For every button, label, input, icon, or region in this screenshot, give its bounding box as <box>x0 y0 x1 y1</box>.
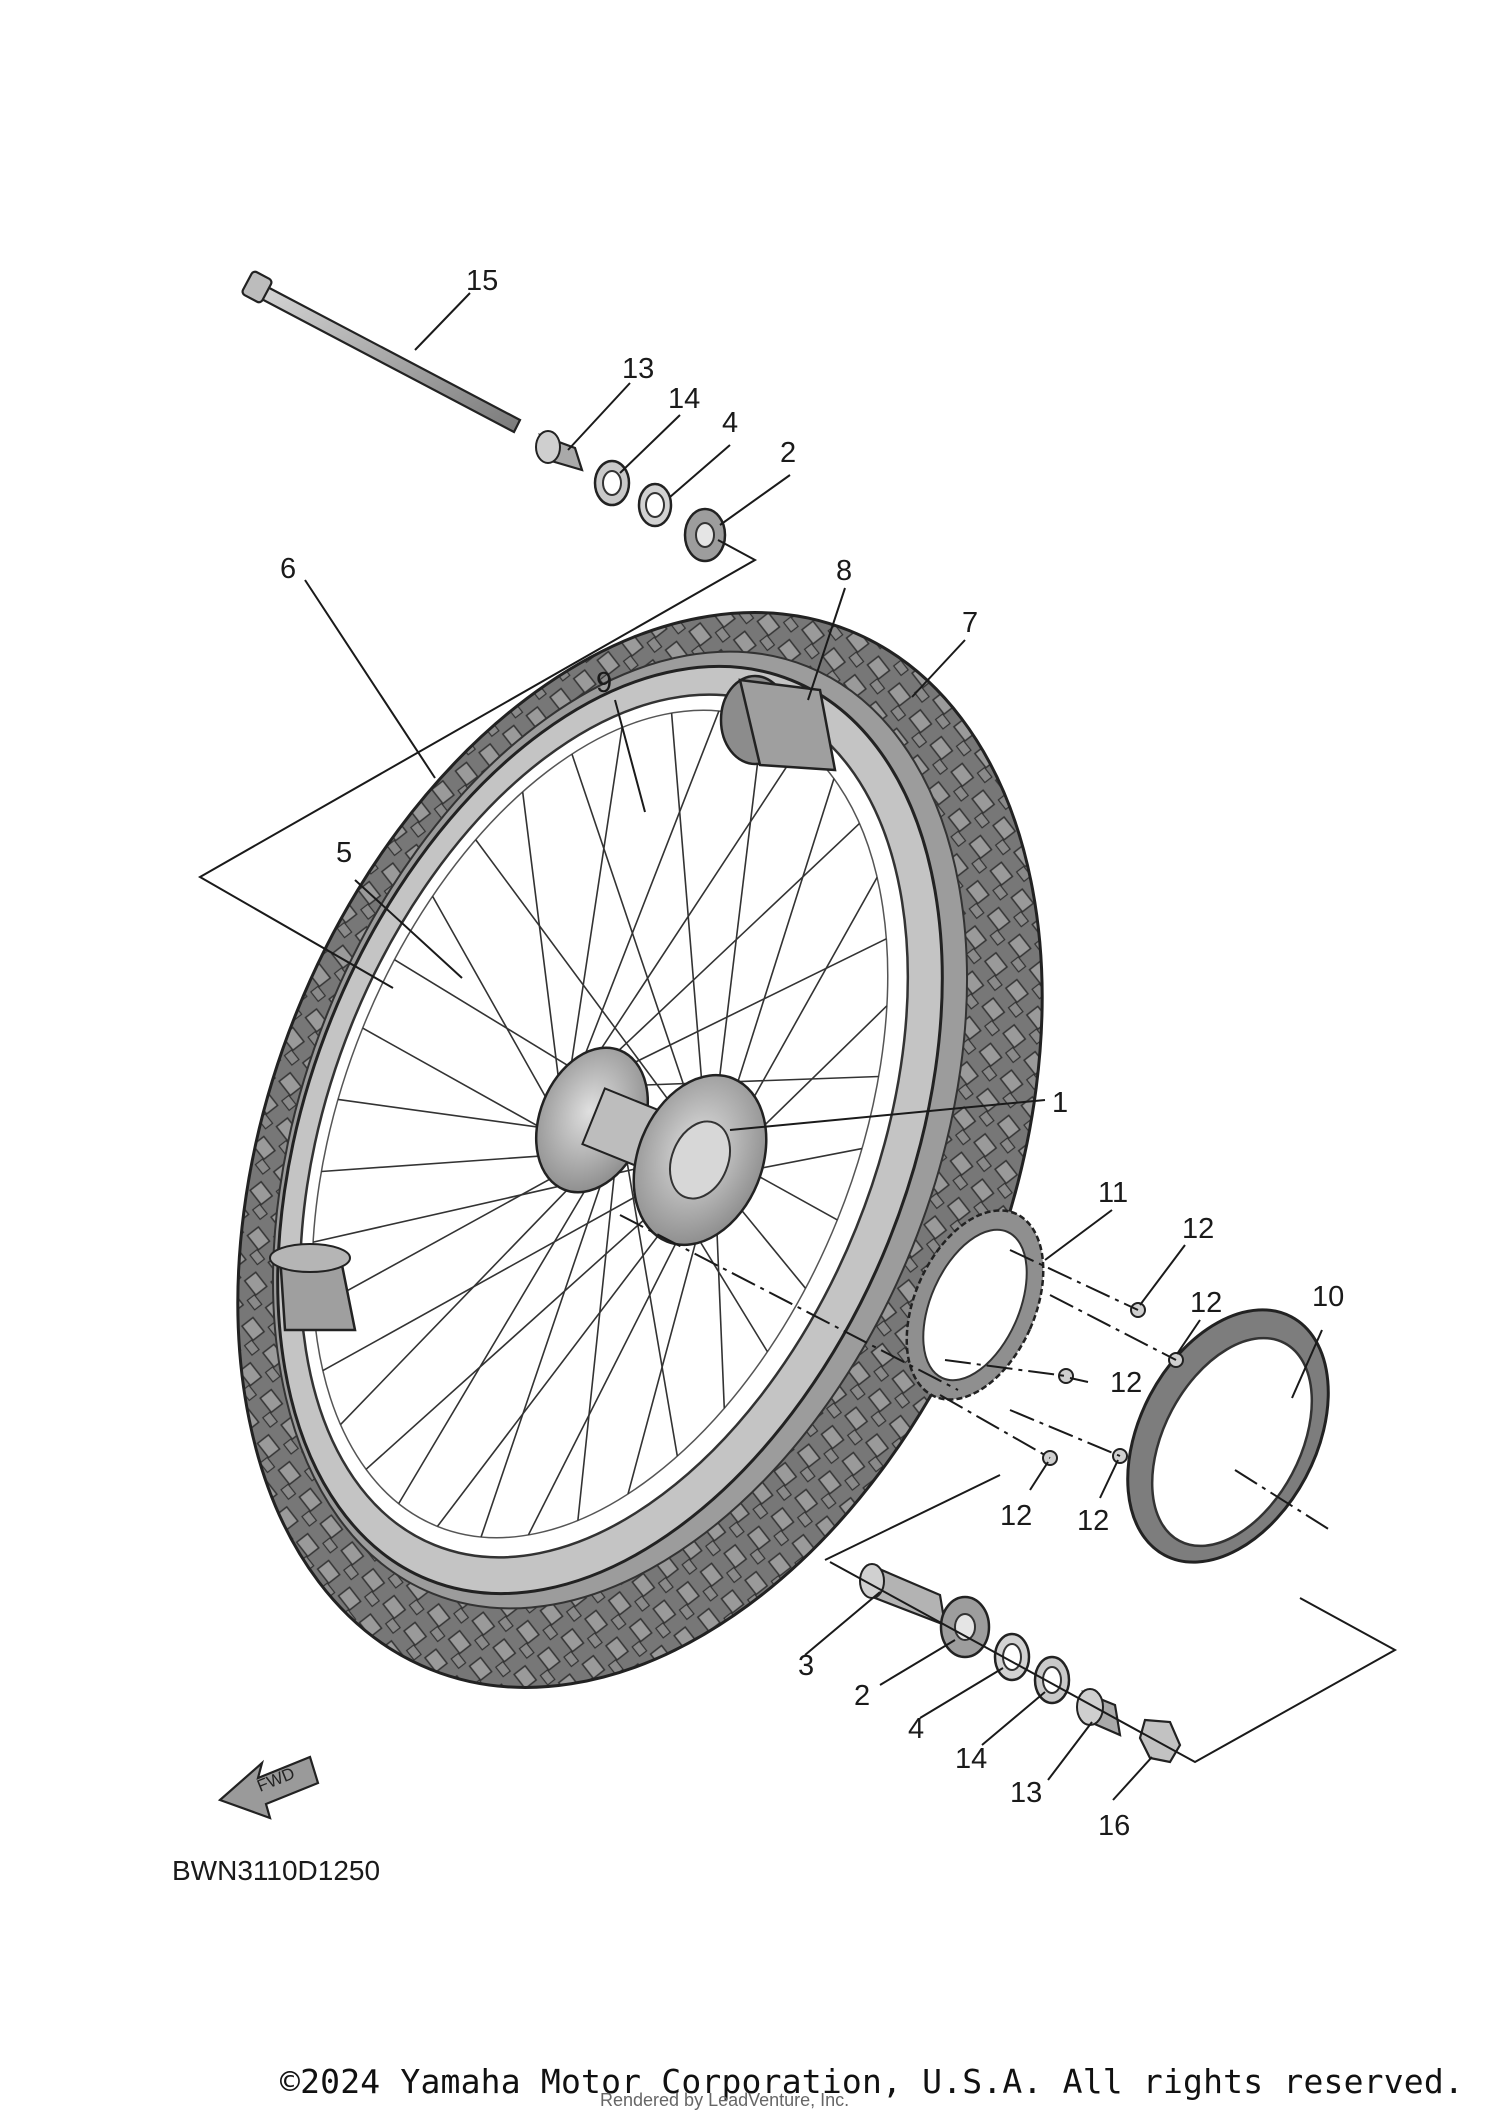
nut-part-16 <box>1138 1718 1182 1764</box>
diagram-code: BWN3110D1250 <box>172 1855 380 1886</box>
spoke <box>602 938 887 1079</box>
bearing-part-2-top <box>683 507 727 563</box>
spoke <box>611 1075 879 1088</box>
spoke <box>572 710 720 1086</box>
rim-band-part-8 <box>269 674 837 1332</box>
spoke <box>475 839 686 1123</box>
spoke <box>577 1143 619 1521</box>
callout-13-top: 13 <box>622 353 654 385</box>
leader-lines <box>304 292 1323 1801</box>
spoke <box>431 895 564 1128</box>
spoke <box>365 1189 679 1470</box>
seal-part-14-top <box>593 459 631 507</box>
collar-part-13-top <box>535 430 584 472</box>
callout-12-e: 12 <box>1077 1505 1109 1537</box>
spoke <box>565 727 623 1097</box>
callout-5: 5 <box>336 837 352 869</box>
disc-cover-part-10 <box>1126 1308 1330 1564</box>
callout-10: 10 <box>1312 1281 1344 1313</box>
spoke <box>527 1204 697 1536</box>
circlip-part-4-top <box>637 482 673 528</box>
hub-part-1 <box>534 1046 768 1247</box>
callout-15: 15 <box>466 265 498 297</box>
circlip-part-4-bottom <box>993 1632 1031 1682</box>
spoke <box>670 713 706 1116</box>
spoke <box>713 721 764 1121</box>
callout-6: 6 <box>280 553 296 585</box>
callout-13-bottom: 13 <box>1010 1777 1042 1809</box>
callout-9: 9 <box>596 667 612 699</box>
callout-4-bottom: 4 <box>908 1713 924 1745</box>
callout-8: 8 <box>836 555 852 587</box>
spoke <box>436 1199 687 1527</box>
fwd-arrow-icon: FWD <box>217 1755 320 1820</box>
spoke <box>313 1161 582 1310</box>
assembly-guide-lines <box>197 539 1398 1764</box>
spoke <box>571 753 695 1117</box>
callout-4-top: 4 <box>722 407 738 439</box>
callout-3: 3 <box>798 1650 814 1682</box>
callout-14-bottom: 14 <box>955 1743 987 1775</box>
callout-12-a: 12 <box>1182 1213 1214 1245</box>
callout-11: 11 <box>1098 1177 1128 1209</box>
axle-part-15 <box>241 270 522 434</box>
spoke <box>620 1128 679 1457</box>
spoke <box>397 1162 603 1505</box>
spoke <box>322 1175 673 1372</box>
callout-2-bottom: 2 <box>854 1680 870 1712</box>
collar-part-13-bottom <box>1076 1688 1122 1737</box>
callout-7: 7 <box>962 607 978 639</box>
callout-12-b: 12 <box>1190 1287 1222 1319</box>
spoke <box>627 1203 707 1495</box>
callout-2-top: 2 <box>780 437 796 469</box>
copyright-notice: ©2024 Yamaha Motor Corporation, U.S.A. A… <box>280 2062 1464 2101</box>
spoke <box>362 1027 567 1143</box>
callout-labels: 15 13 14 4 2 8 7 9 5 6 1 11 12 12 12 12 … <box>280 265 1344 1842</box>
spoke <box>721 778 835 1131</box>
spoke <box>581 743 802 1078</box>
spoke <box>480 1154 612 1538</box>
spacer-part-3 <box>859 1563 947 1627</box>
spoke <box>339 1164 592 1426</box>
callout-14-top: 14 <box>668 383 700 415</box>
callout-16: 16 <box>1098 1810 1130 1842</box>
spoke <box>521 791 564 1112</box>
rendered-by-note: Rendered by LeadVenture, Inc. <box>600 2090 850 2110</box>
callout-12-c: 12 <box>1110 1367 1142 1399</box>
spoke <box>321 1152 573 1173</box>
front-wheel-assembly <box>236 611 1044 1689</box>
brake-disc-rotor-part-11 <box>905 1209 1045 1401</box>
callout-12-d: 12 <box>1000 1500 1032 1532</box>
callout-1: 1 <box>1052 1087 1068 1119</box>
spoke <box>592 822 861 1076</box>
